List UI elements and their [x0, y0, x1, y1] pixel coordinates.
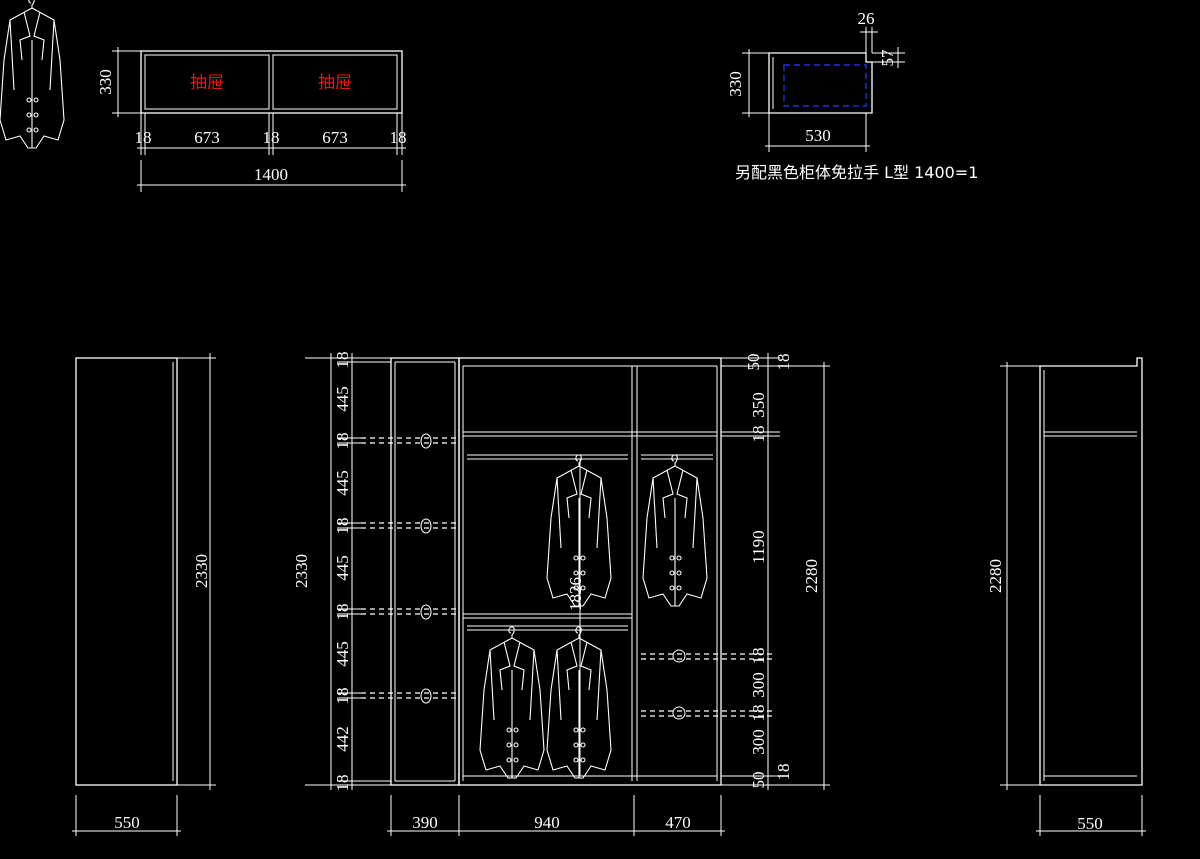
drawer-height-dim: 330: [96, 69, 115, 95]
drawer-label-1: 抽屉: [190, 73, 224, 93]
left-side-width-dim: 550: [114, 813, 140, 832]
front-right-top-dim: 350: [749, 392, 768, 418]
coat-icon: [546, 626, 612, 779]
left-side-height-dim: 2330: [192, 554, 211, 588]
l-profile-drawing: 26 57 330 530 另配黑色柜体免拉手 L型 1400=1: [726, 9, 978, 182]
right-side-view: 2280 550: [986, 357, 1146, 836]
front-left-seg-dim: 18: [333, 688, 352, 705]
front-right-bottom-dim: 18: [749, 705, 768, 722]
front-elevation: 2330 18 445 18 445 18 445 18 445 18 442 18 1826 50…: [0, 0, 830, 836]
tower-shelf-1: [361, 433, 459, 449]
drawer-seg-dim-5: 18: [390, 128, 407, 147]
front-left-total-dim: 2330: [292, 554, 311, 588]
front-right-total-dim: 2280: [802, 559, 821, 593]
drawer-seg-dim-2: 673: [194, 128, 220, 147]
profile-side-dim: 57: [878, 49, 897, 67]
drawer-total-dim: 1400: [254, 165, 288, 184]
drawer-label-2: 抽屉: [318, 73, 352, 93]
front-left-seg-dim: 445: [333, 641, 352, 667]
front-width-dim-1: 390: [412, 813, 438, 832]
front-left-seg-dim: 445: [333, 470, 352, 496]
front-left-seg-dim: 18: [333, 604, 352, 621]
drawer-unit-drawing: 抽屉 抽屉 330 18 673 18 673 18 1400: [96, 47, 407, 192]
right-side-height-dim: 2280: [986, 559, 1005, 593]
right-shelf-1: [641, 649, 775, 663]
front-right-top-dim: 50: [744, 354, 763, 371]
front-left-seg-dim: 18: [333, 352, 352, 369]
front-left-seg-dim: 18: [333, 775, 352, 792]
right-side-width-dim: 550: [1077, 814, 1103, 833]
front-right-mid-dim: 1190: [749, 530, 768, 563]
coat-icon: [479, 626, 545, 779]
front-right-bottom-dim: 18: [749, 648, 768, 665]
drawer-seg-dim-3: 18: [263, 128, 280, 147]
tower-shelf-4: [361, 688, 459, 704]
front-left-seg-dim: 445: [333, 555, 352, 581]
coat-icon: [0, 0, 65, 149]
profile-width-dim: 530: [805, 126, 831, 145]
front-width-dim-2: 940: [534, 813, 560, 832]
front-left-seg-dim: 442: [333, 726, 352, 752]
drawer-seg-dim-4: 673: [322, 128, 348, 147]
front-width-dim-3: 470: [665, 813, 691, 832]
front-inner-dim: 1826: [566, 577, 585, 611]
drawer-seg-dim-1: 18: [135, 128, 152, 147]
front-right-top-dim: 18: [749, 426, 768, 443]
tower-shelf-3: [361, 604, 459, 620]
left-side-view: 2330 550: [72, 353, 216, 836]
front-right-bottom-dim: 300: [749, 672, 768, 698]
profile-height-dim: 330: [726, 71, 745, 97]
front-left-seg-dim: 445: [333, 386, 352, 412]
front-right-bottom-dim: 18: [774, 764, 793, 781]
front-left-seg-dim: 18: [333, 433, 352, 450]
front-left-seg-dim: 18: [333, 518, 352, 535]
profile-top-dim: 26: [858, 9, 875, 28]
right-shelf-2: [641, 706, 775, 720]
coat-icon: [642, 454, 708, 607]
front-right-top-dim: 18: [774, 354, 793, 371]
front-right-bottom-dim: 50: [749, 772, 768, 789]
tower-shelf-2: [361, 518, 459, 534]
front-right-bottom-dim: 300: [749, 729, 768, 755]
profile-note: 另配黑色柜体免拉手 L型 1400=1: [735, 163, 978, 182]
